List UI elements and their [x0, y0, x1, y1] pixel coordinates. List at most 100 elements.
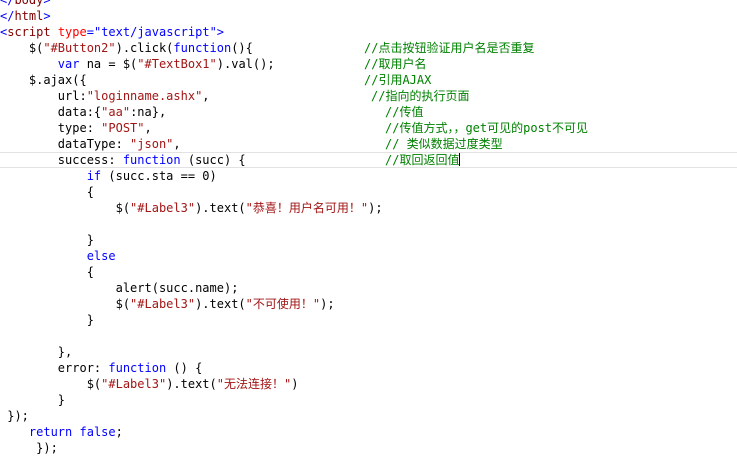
code-line[interactable]: $.ajax({ //引用AJAX: [0, 72, 431, 88]
code-comment: //取回返回值: [385, 153, 460, 167]
string-literal: "不可使用！": [245, 297, 321, 311]
string-literal: "#Label3": [101, 377, 167, 391]
code-text: ,: [202, 89, 210, 103]
code-line[interactable]: dataType: "json", // 类似数据过度类型: [0, 136, 503, 152]
code-line[interactable]: $("#Button2").click(function(){ //点击按钮验证…: [0, 40, 535, 56]
tag-bracket: <: [0, 25, 8, 39]
code-text: ).text(: [195, 201, 246, 215]
code-line[interactable]: var na = $("#TextBox1").val(); //取用户名: [0, 56, 427, 72]
code-text: [72, 425, 79, 439]
code-line[interactable]: $("#Label3").text("恭喜！用户名可用！");: [0, 200, 383, 216]
code-comment: // 类似数据过度类型: [385, 137, 503, 151]
code-comment: //取用户名: [364, 57, 427, 71]
code-line[interactable]: alert(succ.name);: [0, 280, 239, 296]
string-literal: "loginname.ashx": [86, 89, 203, 103]
code-text: [51, 25, 58, 39]
keyword: var: [57, 57, 80, 71]
string-literal: "恭喜！用户名可用！": [245, 201, 369, 215]
code-line[interactable]: else: [0, 248, 116, 264]
code-text: ).click(: [115, 41, 174, 55]
code-text: dataType:: [0, 137, 131, 151]
text-cursor: [459, 153, 461, 166]
string-literal: "aa": [101, 105, 131, 119]
string-literal: "#Label3": [130, 297, 196, 311]
keyword: function: [108, 361, 167, 375]
tag-name: body: [14, 0, 44, 7]
code-text: =: [86, 25, 94, 39]
keyword: function: [173, 41, 232, 55]
code-text: $(: [0, 201, 131, 215]
code-text: () {: [166, 361, 203, 375]
code-text: );: [368, 201, 383, 215]
code-line[interactable]: data:{"aa":na}, //传值: [0, 104, 424, 120]
tag-bracket: >: [43, 9, 51, 23]
code-text: (succ.sta == 0): [101, 169, 217, 183]
code-text: (succ) {: [180, 153, 246, 167]
code-text: type:: [0, 121, 102, 135]
code-line[interactable]: </html>: [0, 8, 51, 24]
code-line[interactable]: $("#Label3").text("不可使用！");: [0, 296, 335, 312]
code-line[interactable]: <script type="text/javascript">: [0, 24, 224, 40]
keyword: return: [28, 425, 73, 439]
code-text: $(: [0, 377, 102, 391]
code-line-current[interactable]: success: function (succ) { //取回返回值: [0, 152, 461, 168]
code-text: (){: [231, 41, 253, 55]
code-text: success:: [0, 153, 123, 167]
string-literal: "#TextBox1": [137, 57, 217, 71]
code-text: alert(succ.name);: [0, 281, 239, 295]
code-text: ): [291, 377, 299, 391]
code-line[interactable]: {: [0, 184, 94, 200]
code-text: },: [0, 345, 73, 359]
code-line[interactable]: return false;: [0, 424, 123, 440]
tag-bracket: </: [0, 0, 15, 7]
keyword: function: [122, 153, 181, 167]
code-text: $(: [0, 297, 131, 311]
code-comment: //传值方式，，get可见的post不可见: [385, 121, 589, 135]
code-text: }: [0, 233, 94, 247]
attribute-value: "text/javascript": [93, 25, 217, 39]
string-literal: "#Button2": [43, 41, 116, 55]
code-text: }: [0, 313, 94, 327]
code-comment: //点击按钮验证用户名是否重复: [364, 41, 535, 55]
code-line[interactable]: </body>: [0, 0, 51, 8]
code-text: ;: [115, 425, 123, 439]
code-text: {: [0, 185, 94, 199]
tag-bracket: </: [0, 9, 15, 23]
code-text: });: [0, 409, 29, 423]
code-text: ).text(: [195, 297, 246, 311]
tag-bracket: >: [43, 0, 51, 7]
code-line[interactable]: });: [0, 440, 58, 456]
keyword: else: [86, 249, 116, 263]
string-literal: "#Label3": [130, 201, 196, 215]
string-literal: "POST": [101, 121, 145, 135]
code-text: );: [320, 297, 335, 311]
code-line[interactable]: },: [0, 344, 72, 360]
code-line[interactable]: if (succ.sta == 0): [0, 168, 217, 184]
code-text: ,: [173, 137, 181, 151]
code-line[interactable]: url:"loginname.ashx", //指向的执行页面: [0, 88, 470, 104]
code-text: [0, 57, 58, 71]
string-literal: "无法连接！": [216, 377, 292, 391]
code-text: ,: [144, 121, 152, 135]
tag-bracket: >: [216, 25, 225, 39]
code-comment: //指向的执行页面: [371, 89, 470, 103]
code-line[interactable]: type: "POST", //传值方式，，get可见的post不可见: [0, 120, 588, 136]
code-line[interactable]: }: [0, 312, 94, 328]
string-literal: "json": [130, 137, 174, 151]
code-line[interactable]: {: [0, 264, 94, 280]
code-text: [0, 249, 87, 263]
attribute-name: type: [57, 25, 87, 39]
code-text: $(: [0, 41, 44, 55]
code-line[interactable]: error: function () {: [0, 360, 203, 376]
code-line[interactable]: }: [0, 232, 94, 248]
code-text: $.ajax({: [0, 73, 87, 87]
code-text: url:: [0, 89, 87, 103]
code-line[interactable]: $("#Label3").text("无法连接！"): [0, 376, 299, 392]
code-line[interactable]: }: [0, 392, 65, 408]
code-text: });: [0, 441, 58, 455]
code-text: [0, 425, 29, 439]
code-text: }: [0, 393, 66, 407]
keyword: false: [79, 425, 116, 439]
code-line[interactable]: });: [0, 408, 29, 424]
